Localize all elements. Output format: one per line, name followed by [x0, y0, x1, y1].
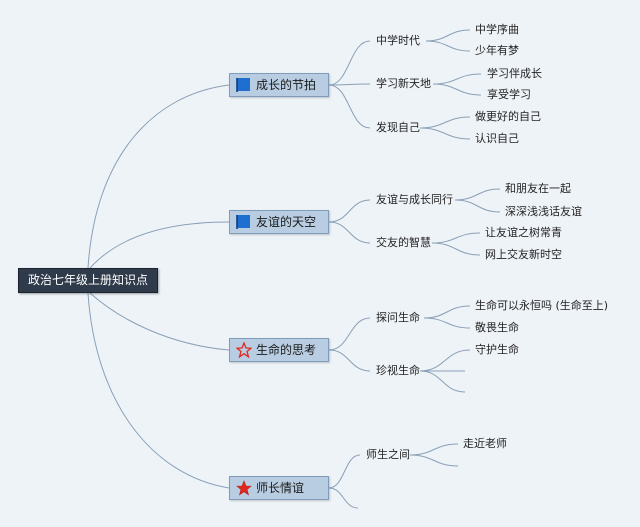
subtopic[interactable]: 友谊与成长同行 [376, 193, 453, 206]
subtopic[interactable]: 探问生命 [376, 311, 420, 324]
sub-leaf-line [454, 188, 501, 201]
branch-node-teacher-bond[interactable]: 师长情谊 [229, 476, 329, 500]
sub-leaf-line [425, 40, 471, 52]
red-star-outline-icon [235, 341, 253, 359]
branch-label: 生命的思考 [256, 343, 317, 357]
branch-node-life-thinking[interactable]: 生命的思考 [229, 338, 329, 362]
leaf-topic[interactable]: 少年有梦 [475, 44, 519, 57]
sub-leaf-line [431, 232, 481, 244]
branch-sub-line [328, 349, 371, 372]
root-branch-line [89, 221, 230, 269]
sub-leaf-line [409, 454, 459, 467]
sub-leaf-line [419, 116, 471, 129]
leaf-topic[interactable]: 让友谊之树常青 [485, 226, 562, 239]
leaf-topic[interactable]: 走近老师 [463, 437, 507, 450]
branch-sub-line [328, 83, 371, 86]
subtopic[interactable]: 交友的智慧 [376, 236, 431, 249]
branch-sub-line [328, 199, 371, 223]
sub-leaf-line [431, 242, 481, 256]
leaf-topic[interactable]: 守护生命 [475, 343, 519, 356]
sub-leaf-line [419, 127, 471, 140]
leaf-topic[interactable]: 享受学习 [487, 88, 531, 101]
leaf-topic[interactable]: 网上交友新时空 [485, 248, 562, 261]
sub-leaf-line [454, 199, 501, 213]
root-branch-line [89, 292, 230, 351]
sub-leaf-line [423, 317, 471, 329]
sub-leaf-line [432, 73, 482, 85]
sub-leaf-line [425, 29, 471, 42]
subtopic[interactable]: 中学时代 [376, 34, 420, 47]
leaf-topic[interactable]: 学习伴成长 [487, 67, 542, 80]
subtopic[interactable]: 学习新天地 [376, 77, 431, 90]
sub-leaf-line [423, 305, 471, 319]
root-topic-label: 政治七年级上册知识点 [27, 273, 148, 287]
sub-leaf-line [432, 83, 482, 96]
root-topic[interactable]: 政治七年级上册知识点 [18, 268, 158, 293]
blue-flag-icon [236, 214, 252, 230]
leaf-topic[interactable]: 中学序曲 [475, 23, 519, 36]
branch-label: 友谊的天空 [256, 215, 317, 229]
root-branch-line [87, 84, 230, 269]
leaf-topic[interactable]: 敬畏生命 [475, 321, 519, 334]
sub-leaf-line [409, 443, 459, 456]
leaf-topic[interactable]: 生命可以永恒吗 (生命至上) [475, 299, 609, 312]
subtopic[interactable]: 发现自己 [376, 121, 420, 134]
branch-sub-line [328, 454, 361, 489]
blue-flag-icon [236, 77, 252, 93]
branch-node-friendship-sky[interactable]: 友谊的天空 [229, 210, 329, 234]
branch-sub-line [328, 317, 371, 351]
leaf-topic[interactable]: 做更好的自己 [475, 110, 541, 123]
branch-sub-line [328, 40, 371, 86]
leaf-topic[interactable]: 深深浅浅话友谊 [505, 205, 582, 218]
sub-leaf-line [419, 349, 471, 372]
subtopic[interactable]: 珍视生命 [376, 364, 420, 377]
branch-label: 师长情谊 [256, 481, 305, 495]
branch-node-growth-rhythm[interactable]: 成长的节拍 [229, 73, 329, 97]
branch-sub-line [328, 487, 359, 509]
leaf-topic[interactable]: 认识自己 [475, 132, 519, 145]
branch-sub-line [328, 221, 371, 244]
branch-label: 成长的节拍 [256, 78, 317, 92]
subtopic[interactable]: 师生之间 [366, 448, 410, 461]
sub-leaf-line [419, 370, 466, 393]
root-branch-line [87, 292, 230, 489]
leaf-topic[interactable]: 和朋友在一起 [505, 182, 571, 195]
branch-sub-line [328, 84, 371, 129]
red-star-icon [236, 480, 252, 496]
